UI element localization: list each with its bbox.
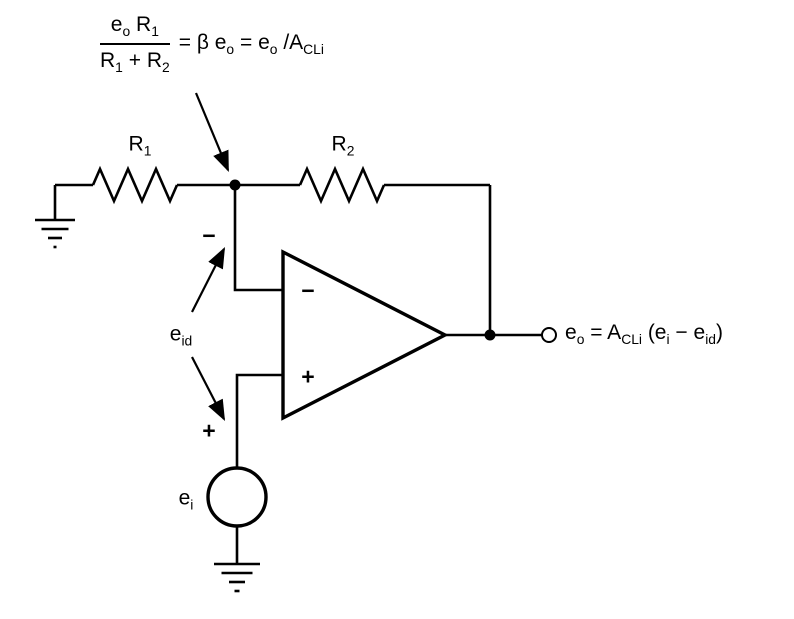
- eid-label: eid: [169, 322, 193, 349]
- summing-junction-dot: [229, 179, 241, 191]
- eid-arrow-to-minus: [191, 247, 225, 313]
- opamp-triangle: [281, 249, 449, 421]
- ei-label: ei: [178, 486, 194, 513]
- r1-resistor: [91, 165, 179, 205]
- node-plus-sign: +: [202, 417, 216, 444]
- left-ground-symbol: [35, 185, 75, 249]
- top-wires: [55, 183, 492, 335]
- wire-junction-to-inverting-input: [233, 185, 283, 292]
- r2-label: R2: [331, 132, 355, 159]
- wire-noninverting-to-source: [235, 373, 283, 468]
- r1-label: R1: [128, 132, 152, 159]
- node-minus-sign: −: [202, 222, 216, 249]
- formula-denominator: R1 + R2: [100, 49, 170, 76]
- output-equation-label: eo = ACLi (ei − eid): [565, 320, 724, 348]
- opamp-noninverting-sign: +: [301, 363, 315, 390]
- r2-resistor: [298, 165, 386, 205]
- formula-rhs: = β eo = eo /ACLi: [178, 31, 324, 58]
- output-node-dot: [484, 329, 496, 341]
- formula-arrow: [194, 92, 230, 173]
- source-circle: [206, 466, 268, 528]
- formula-numerator: eo R1: [100, 13, 170, 46]
- formula-fraction: eo R1 R1 + R2: [100, 13, 170, 75]
- feedback-formula: eo R1 R1 + R2 = β eo = eo /ACLi: [100, 13, 324, 75]
- bottom-ground-symbol: [214, 562, 260, 593]
- output-terminal-circle: [541, 327, 557, 343]
- eid-arrow-to-plus: [191, 356, 226, 421]
- opamp-inverting-sign: −: [301, 277, 315, 304]
